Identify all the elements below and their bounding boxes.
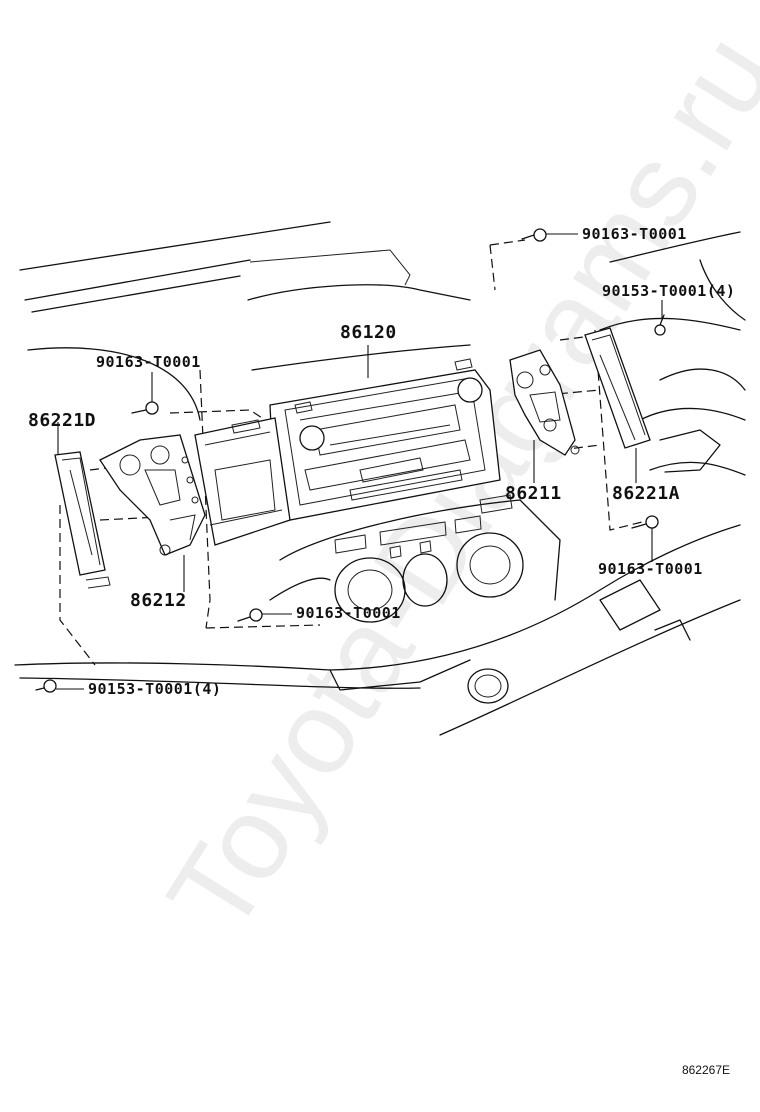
bolt-right-lower [631, 515, 659, 529]
callout-bolt-lower-center: 90163-T0001 [296, 604, 401, 622]
callout-bolt-right-lower: 90163-T0001 [598, 560, 703, 578]
right-side-panel [584, 327, 651, 449]
callout-bolt-upper-left: 90163-T0001 [96, 353, 201, 371]
right-bracket [509, 349, 580, 456]
callout-right-side-panel: 86221A [612, 483, 681, 504]
bolts [35, 228, 666, 693]
screw-bottom-left [35, 679, 57, 693]
dashboard-outline [14, 221, 746, 736]
center-console [269, 494, 561, 623]
bolt-top-right [521, 228, 547, 242]
figure-id: 862267E [681, 1063, 730, 1077]
callout-screw-bottom-left: 90153-T0001(4) [88, 680, 222, 698]
callout-left-bracket: 86212 [130, 590, 187, 611]
leader-lines [56, 233, 663, 690]
callout-bolt-top-right: 90163-T0001 [582, 225, 687, 243]
bolt-lower-center [237, 608, 263, 622]
callout-left-side-panel: 86221D [28, 410, 97, 431]
callout-audio-unit: 86120 [340, 322, 397, 343]
left-side-panel [54, 451, 111, 589]
callout-screw-top-right: 90153-T0001(4) [602, 282, 736, 300]
audio-head-unit [194, 358, 501, 546]
bolt-upper-left [131, 401, 159, 415]
callout-right-bracket: 86211 [505, 483, 562, 504]
left-bracket [99, 434, 206, 556]
